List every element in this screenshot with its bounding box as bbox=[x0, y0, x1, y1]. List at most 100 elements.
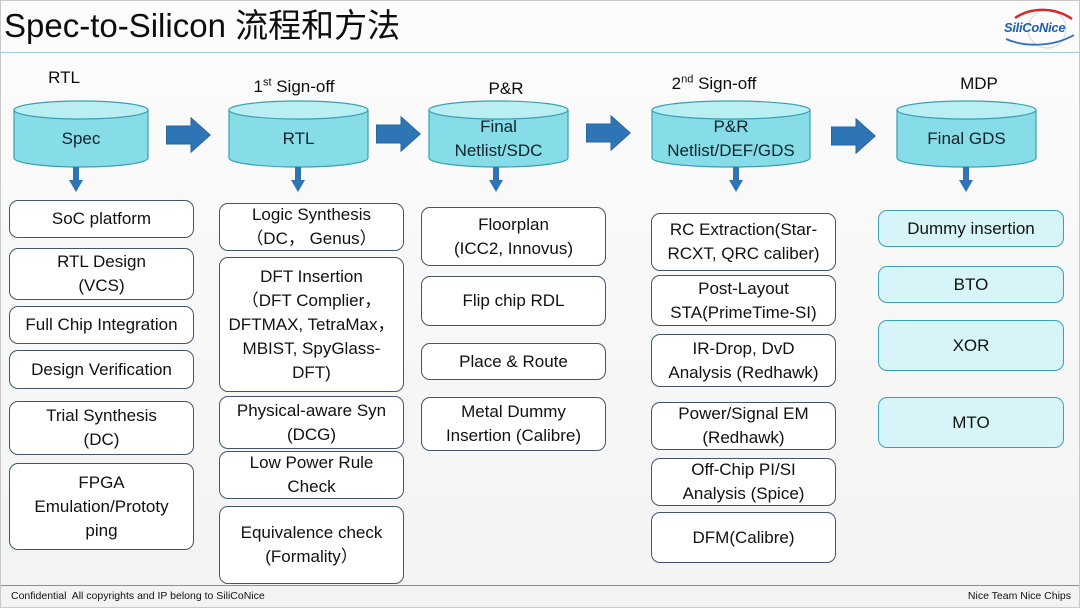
task-text-line: Equivalence check bbox=[240, 523, 383, 542]
task-text-line: XOR bbox=[952, 335, 990, 355]
task-text-line: Place & Route bbox=[459, 351, 568, 371]
stage-header-label: Sign-off bbox=[693, 74, 757, 93]
task-xor: XOR bbox=[878, 320, 1064, 371]
stage-header-rtl: RTL bbox=[31, 67, 97, 89]
stage-header-2nd-signoff: 2nd Sign-off bbox=[651, 73, 777, 95]
flow-arrow-down-icon bbox=[291, 167, 305, 192]
database-cylinder-icon bbox=[651, 100, 811, 168]
task-text-line: Physical-aware Syn bbox=[236, 400, 387, 420]
stage-header-mdp: MDP bbox=[946, 73, 1012, 95]
task-off-chip-pi-si-analysis: Off-Chip PI/SI Analysis (Spice) bbox=[651, 458, 836, 506]
task-equivalence-check: Equivalence check (Formality） bbox=[219, 506, 404, 584]
database-label-line: P&R bbox=[713, 117, 749, 136]
task-text-line: Off-Chip PI/SI bbox=[691, 460, 796, 479]
title-divider bbox=[1, 52, 1079, 53]
database-label-line: Netlist/SDC bbox=[454, 141, 543, 160]
task-fpga-emulation-prototyping: FPGA Emulation/Prototy ping bbox=[9, 463, 194, 550]
task-text-line: (DC) bbox=[83, 430, 120, 449]
database-label: Final Netlist/SDC bbox=[428, 117, 569, 160]
stage-header-ordinal-suffix: nd bbox=[681, 73, 694, 86]
footer-confidential-notice: Confidential All copyrights and IP belon… bbox=[11, 590, 265, 602]
database-label-line: Netlist/DEF/GDS bbox=[667, 141, 795, 160]
database-label-line: Spec bbox=[61, 129, 101, 148]
task-text-line: (VCS) bbox=[78, 276, 125, 295]
footer-slogan: Nice Team Nice Chips bbox=[967, 590, 1071, 602]
database-label: P&R Netlist/DEF/GDS bbox=[651, 117, 811, 160]
task-text-line: DFT Insertion bbox=[260, 266, 363, 286]
task-text-line: STA(PrimeTime-SI) bbox=[670, 302, 817, 322]
database-label-line: Final bbox=[480, 117, 517, 136]
database-final-netlist-sdc: Final Netlist/SDC bbox=[428, 100, 569, 168]
database-cylinder-icon bbox=[228, 100, 369, 168]
task-text-line: Low Power Rule bbox=[249, 453, 374, 472]
flow-arrow-right-icon bbox=[166, 117, 211, 153]
task-text-line: (Formality） bbox=[265, 547, 358, 566]
logo-wordmark: SiliCoNice bbox=[1004, 20, 1066, 35]
database-label: Spec bbox=[13, 118, 149, 160]
task-text-line: Analysis (Spice) bbox=[682, 484, 805, 503]
task-ir-drop-dvd-analysis: IR-Drop, DvD Analysis (Redhawk) bbox=[651, 334, 836, 387]
database-label: Final GDS bbox=[896, 118, 1037, 160]
database-cylinder-icon bbox=[13, 100, 149, 168]
task-text-line: Full Chip Integration bbox=[25, 315, 178, 334]
database-label-line: Final GDS bbox=[927, 129, 1006, 148]
database-cylinder-icon bbox=[896, 100, 1037, 168]
stage-header-label: RTL bbox=[48, 68, 80, 87]
task-text-line: Check bbox=[287, 477, 336, 496]
task-floorplan: Floorplan (ICC2, Innovus) bbox=[421, 207, 606, 266]
task-text-line: （DFT Complier， bbox=[241, 290, 382, 310]
task-rc-extraction: RC Extraction(Star- RCXT, QRC caliber) bbox=[651, 213, 836, 271]
task-text-line: Design Verification bbox=[31, 359, 172, 379]
task-bto: BTO bbox=[878, 266, 1064, 303]
task-text-line: （DC， Genus） bbox=[246, 229, 377, 248]
flow-arrow-right-icon bbox=[376, 116, 421, 152]
task-text-line: RTL Design bbox=[57, 252, 146, 271]
database-final-gds: Final GDS bbox=[896, 100, 1037, 168]
task-text-line: MBIST, SpyGlass- bbox=[242, 338, 381, 358]
task-text-line: Insertion (Calibre) bbox=[445, 426, 582, 445]
task-text-line: DFM(Calibre) bbox=[692, 527, 795, 547]
task-low-power-rule-check: Low Power Rule Check bbox=[219, 451, 404, 499]
flow-arrow-right-icon bbox=[586, 115, 631, 151]
database-label-line: RTL bbox=[282, 129, 315, 148]
database-label: RTL bbox=[228, 118, 369, 160]
task-text-line: Post-Layout bbox=[698, 278, 789, 298]
task-text-line: RC Extraction(Star- bbox=[669, 220, 818, 239]
flow-arrow-right-icon bbox=[831, 118, 876, 154]
task-text-line: Floorplan bbox=[478, 214, 549, 234]
flow-arrow-down-icon bbox=[69, 167, 83, 192]
task-text-line: DFTMAX, TetraMax， bbox=[228, 314, 395, 334]
slide-title: Spec-to-Silicon 流程和方法 bbox=[4, 7, 401, 44]
task-text-line: SoC platform bbox=[51, 209, 152, 228]
task-text-line: Power/Signal EM bbox=[678, 404, 809, 423]
task-text-line: MTO bbox=[952, 412, 990, 432]
task-text-line: FPGA bbox=[78, 472, 125, 492]
task-text-line: Analysis (Redhawk) bbox=[668, 362, 819, 382]
task-text-line: (ICC2, Innovus) bbox=[453, 238, 574, 258]
task-text-line: Logic Synthesis bbox=[251, 205, 372, 224]
task-text-line: Trial Synthesis bbox=[46, 406, 157, 425]
database-cylinder-icon bbox=[428, 100, 569, 168]
task-rtl-design: RTL Design (VCS) bbox=[9, 248, 194, 300]
task-text-line: Emulation/Prototy bbox=[34, 496, 169, 516]
task-text-line: BTO bbox=[953, 274, 989, 294]
task-soc-platform: SoC platform bbox=[9, 200, 194, 238]
task-place-and-route: Place & Route bbox=[421, 343, 606, 380]
database-pr-netlist-def-gds: P&R Netlist/DEF/GDS bbox=[651, 100, 811, 168]
logo-mark-icon bbox=[1005, 8, 1075, 49]
task-text-line: Flip chip RDL bbox=[462, 291, 565, 310]
task-trial-synthesis: Trial Synthesis (DC) bbox=[9, 401, 194, 455]
footer-divider bbox=[1, 585, 1079, 586]
task-text-line: (DCG) bbox=[286, 424, 337, 444]
flow-arrow-down-icon bbox=[959, 167, 973, 192]
task-full-chip-integration: Full Chip Integration bbox=[9, 306, 194, 344]
database-rtl: RTL bbox=[228, 100, 369, 168]
stage-header-pr: P&R bbox=[471, 78, 541, 100]
task-text-line: RCXT, QRC caliber) bbox=[667, 244, 820, 263]
flow-arrow-down-icon bbox=[489, 167, 503, 192]
flow-arrow-down-icon bbox=[729, 167, 743, 192]
stage-header-ordinal: 2 bbox=[671, 74, 682, 93]
task-physical-aware-syn: Physical-aware Syn (DCG) bbox=[219, 396, 404, 449]
stage-header-1st-signoff: 1st Sign-off bbox=[229, 76, 359, 98]
